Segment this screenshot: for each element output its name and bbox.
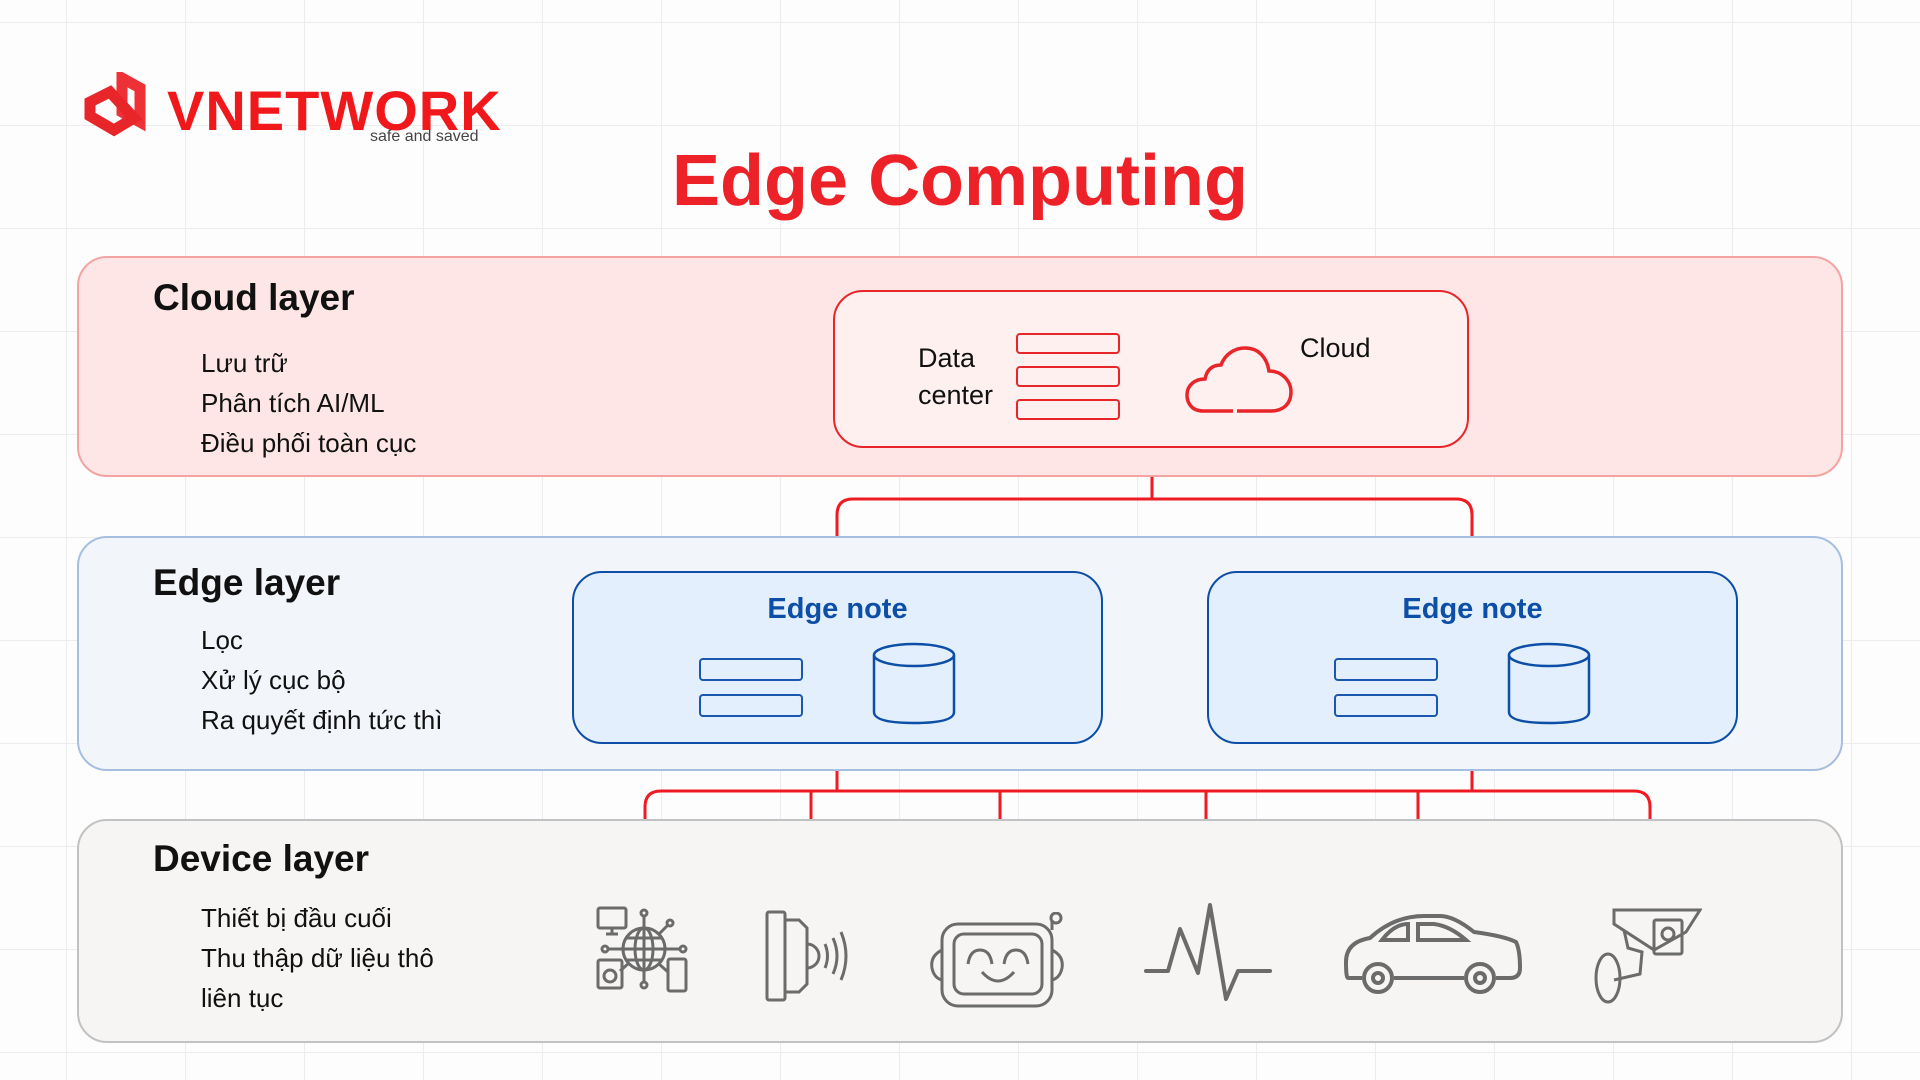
page-title: Edge Computing — [672, 141, 1248, 221]
device-item: liên tục — [201, 983, 284, 1013]
edge-node-title: Edge note — [767, 593, 908, 625]
edge-node-1: Edge note — [572, 571, 1103, 744]
edge-server-icon — [1334, 658, 1438, 681]
edge-layer-title: Edge layer — [153, 562, 341, 603]
iot-network-icon — [596, 906, 688, 993]
device-item: Thiết bị đầu cuối — [201, 903, 392, 933]
device-layer-title: Device layer — [153, 838, 370, 879]
cloud-label: Cloud — [1300, 333, 1371, 363]
cloud-item: Điều phối toàn cục — [201, 428, 417, 458]
brand-tagline: safe and saved — [370, 128, 479, 145]
sensor-icon — [765, 910, 848, 1002]
database-icon — [872, 642, 956, 725]
cloud-icon — [1185, 346, 1293, 413]
car-icon — [1344, 914, 1523, 994]
edge-node-title: Edge note — [1402, 593, 1543, 625]
data-center-label-line2: center — [918, 380, 994, 410]
edge-item: Xử lý cục bộ — [201, 665, 346, 695]
security-camera-icon — [1594, 908, 1702, 1004]
robot-icon — [930, 912, 1064, 1008]
vnetwork-logo: VNETWORK safe and saved — [82, 68, 501, 149]
cloud-layer-title: Cloud layer — [153, 277, 355, 318]
data-center-label: Data center — [918, 340, 993, 414]
edge-layer-items: Lọc Xử lý cục bộ Ra quyết định tức thì — [201, 620, 442, 740]
cloud-layer-items: Lưu trữ Phân tích AI/ML Điều phối toàn c… — [201, 343, 416, 463]
edge-server-icon — [699, 658, 803, 681]
device-layer-items: Thiết bị đầu cuối Thu thập dữ liệu thô l… — [201, 898, 434, 1018]
database-icon — [1507, 642, 1591, 725]
cloud-item: Lưu trữ — [201, 348, 288, 378]
cloud-item: Phân tích AI/ML — [201, 388, 385, 418]
edge-item: Ra quyết định tức thì — [201, 705, 443, 735]
edge-node-2: Edge note — [1207, 571, 1738, 744]
brand-name: VNETWORK — [167, 79, 502, 142]
data-center-label-line1: Data — [918, 343, 976, 373]
pulse-icon — [1144, 903, 1272, 1001]
edge-item: Lọc — [201, 625, 243, 655]
data-center-cloud-box — [833, 290, 1469, 448]
device-item: Thu thập dữ liệu thô — [201, 943, 434, 973]
vnetwork-logo-icon — [84, 68, 146, 137]
